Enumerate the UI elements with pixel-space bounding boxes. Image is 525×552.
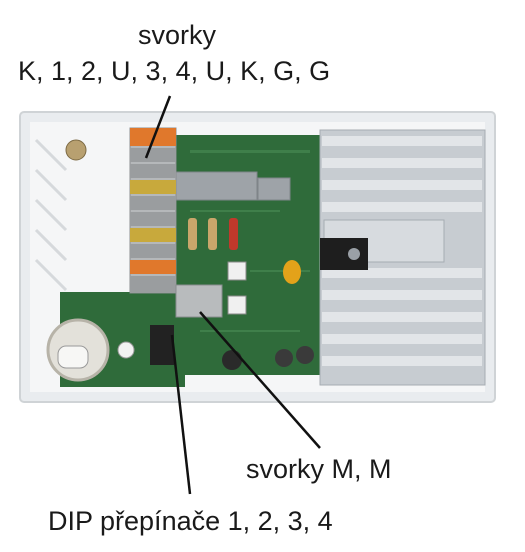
tantalum-capacitor	[283, 260, 301, 284]
leader-lines	[144, 95, 321, 495]
label-terminals-mm: svorky M, M	[246, 454, 392, 484]
leader-svorky	[144, 95, 172, 159]
terminal-mm	[175, 284, 223, 318]
pcb-main	[175, 135, 325, 375]
trimmer-1	[227, 261, 247, 281]
label-terminals-title: svorky	[138, 20, 217, 50]
capacitor	[174, 171, 258, 201]
leader-dip	[170, 334, 192, 495]
dip-switch	[150, 325, 174, 365]
leader-svorky-mm	[199, 311, 321, 449]
potentiometer-knob	[57, 345, 89, 369]
terminal-block	[129, 127, 177, 294]
cap-3	[296, 346, 314, 364]
pcb-traces	[190, 150, 310, 332]
capacitor-small	[257, 177, 291, 201]
transistor-screw	[348, 248, 360, 260]
label-dip-switches: DIP přepínače 1, 2, 3, 4	[48, 506, 333, 536]
cap-2	[275, 349, 293, 367]
led	[117, 341, 135, 359]
screw	[65, 139, 87, 161]
trimmer-2	[227, 295, 247, 315]
transistor	[320, 238, 368, 270]
label-terminals-list: K, 1, 2, U, 3, 4, U, K, G, G	[18, 56, 331, 86]
resistors	[188, 218, 238, 250]
housing-ribs	[34, 138, 68, 292]
cap-1	[222, 350, 242, 370]
